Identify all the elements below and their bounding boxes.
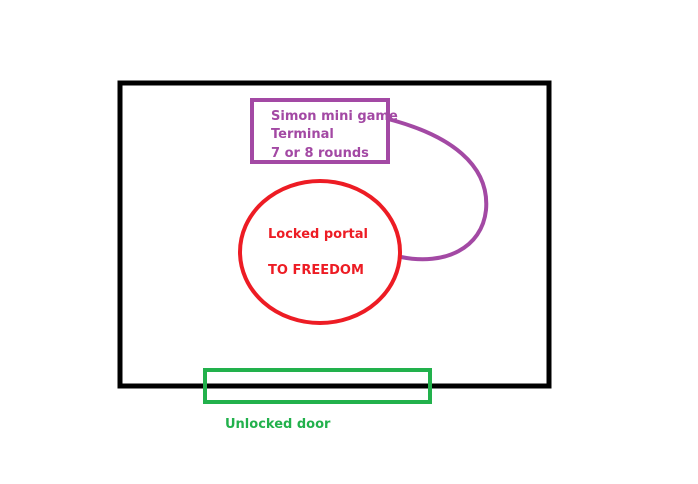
terminal-label-line2: Terminal bbox=[271, 127, 334, 142]
terminal-box bbox=[250, 98, 390, 164]
terminal-label-line1: Simon mini game bbox=[271, 109, 398, 124]
door-label: Unlocked door bbox=[225, 417, 331, 432]
unlocked-door bbox=[203, 368, 432, 404]
portal-label-line1: Locked portal bbox=[268, 227, 368, 242]
room-outline bbox=[117, 80, 552, 389]
terminal-label-line3: 7 or 8 rounds bbox=[271, 146, 369, 161]
locked-portal-circle bbox=[238, 179, 402, 325]
portal-label-line2: TO FREEDOM bbox=[268, 263, 364, 278]
terminal-portal-connector bbox=[387, 117, 489, 262]
